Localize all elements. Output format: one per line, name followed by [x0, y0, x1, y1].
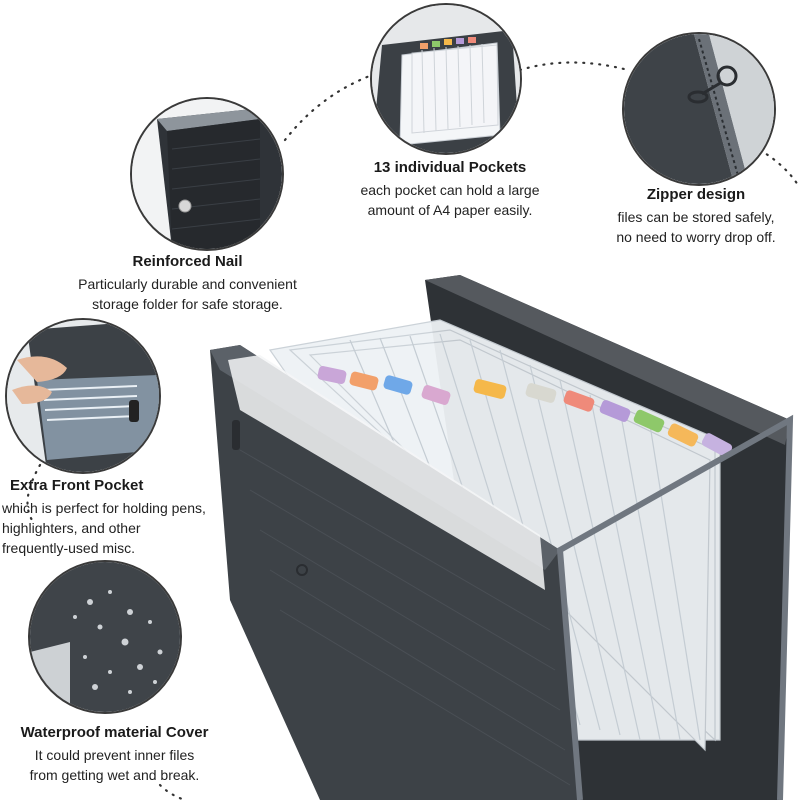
feature-line: no need to worry drop off. [616, 229, 776, 245]
index-tab [633, 409, 665, 433]
pockets-closeup [370, 3, 522, 155]
index-tab [667, 423, 699, 447]
connector-nail-to-pockets [283, 73, 374, 142]
index-tab [701, 433, 733, 457]
connector-pockets-to-zipper [518, 61, 630, 72]
feature-waterproof: Waterproof material Cover It could preve… [2, 724, 227, 785]
zipper-pull-icon [232, 420, 308, 576]
index-tab [473, 379, 507, 399]
feature-zipper: Zipper design files can be stored safely… [596, 186, 796, 247]
zipper-pull-icon [687, 65, 738, 104]
index-tab [563, 390, 595, 412]
index-tab [421, 385, 451, 405]
expanding-folder-image [210, 275, 794, 800]
feature-line: storage folder for safe storage. [92, 296, 283, 312]
zipper-closeup [622, 32, 776, 186]
index-tabs [317, 365, 733, 457]
waterproof-closeup [28, 560, 182, 714]
feature-title: Reinforced Nail [132, 253, 243, 270]
feature-title: Zipper design [646, 186, 746, 203]
folder-front-panel [210, 345, 580, 800]
feature-line: files can be stored safely, [617, 209, 775, 225]
feature-line: which is perfect for holding pens, [2, 500, 206, 516]
rivet-icon [178, 199, 192, 213]
feature-front-pocket: Extra Front Pocket which is perfect for … [2, 477, 242, 558]
feature-line: each pocket can hold a large [360, 182, 540, 198]
feature-title: Extra Front Pocket [10, 477, 144, 494]
index-tab [349, 371, 379, 391]
connector-zipper-right [758, 148, 800, 187]
feature-line: amount of A4 paper easily. [367, 202, 533, 218]
front-pocket-window [228, 355, 545, 590]
feature-line: frequently-used misc. [2, 540, 136, 556]
index-tab [383, 375, 413, 395]
feature-line: Particularly durable and convenient [78, 276, 297, 292]
front-pocket-closeup [5, 318, 161, 474]
reinforced-nail-closeup [130, 97, 284, 251]
index-tab [525, 383, 557, 403]
zipper-track [556, 414, 794, 800]
feature-title: 13 individual Pockets [373, 159, 527, 176]
feature-line: It could prevent inner files [34, 747, 195, 763]
feature-title: Waterproof material Cover [20, 724, 209, 741]
index-tab [317, 365, 347, 385]
feature-line: highlighters, and other [2, 520, 141, 536]
feature-line: from getting wet and break. [29, 767, 200, 783]
feature-nail: Reinforced Nail Particularly durable and… [50, 253, 325, 314]
feature-pockets: 13 individual Pockets each pocket can ho… [330, 159, 570, 220]
connector-waterproof-bottom [158, 783, 187, 800]
connector-front-pocket [26, 463, 42, 522]
index-tab [599, 400, 631, 422]
